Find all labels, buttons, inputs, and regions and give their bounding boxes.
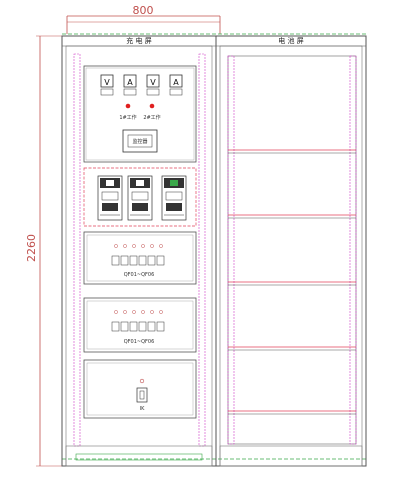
meter-symbol: A	[173, 78, 179, 87]
width-dimension-label: 800	[133, 4, 154, 17]
voltmeter: V	[146, 74, 160, 96]
meter-symbol: V	[104, 78, 110, 87]
rectifier-module	[161, 175, 187, 221]
guide-lines	[62, 33, 366, 460]
battery-shelf	[228, 149, 356, 154]
branch-breaker-panel: QF01~QF06	[83, 231, 197, 285]
battery-shelf	[228, 214, 356, 219]
indicator-lamp	[149, 103, 155, 109]
battery-shelf	[228, 410, 356, 415]
width-dimension: 800	[66, 4, 221, 34]
height-dimension: 2260	[25, 35, 62, 467]
battery-shelf	[228, 346, 356, 351]
height-dimension-label: 2260	[25, 234, 38, 262]
main-switch-panel: IK	[83, 359, 197, 419]
monitor-unit: 监控器	[122, 129, 158, 153]
indicator-lamps: 1#工作 2#工作	[119, 103, 161, 121]
instrument-panel: V A V A 1#工作 2#工作	[83, 65, 197, 163]
main-switch-label: IK	[140, 406, 145, 412]
charger-cabinet-title: 充 电 屏	[126, 36, 151, 45]
indicator-lamp	[125, 103, 131, 109]
meter-symbol: A	[127, 78, 133, 87]
branch-panel-label: QF01~QF06	[124, 272, 155, 278]
rectifier-module	[97, 175, 123, 221]
rectifier-module	[127, 175, 153, 221]
battery-cabinet: 电 池 屏	[215, 35, 367, 467]
battery-shelves	[228, 149, 356, 415]
battery-cabinet-title: 电 池 屏	[278, 36, 303, 45]
voltmeter: V	[100, 74, 114, 96]
monitor-label: 监控器	[132, 138, 147, 145]
rectifier-shelf	[83, 167, 197, 227]
indicator-label: 2#工作	[143, 114, 160, 121]
meter-row: V A V A	[100, 74, 183, 96]
indicator-label: 1#工作	[119, 114, 136, 121]
battery-shelf	[228, 281, 356, 286]
branch-breaker-panel: QF01~QF06	[83, 297, 197, 353]
branch-panel-label: QF01~QF06	[124, 339, 155, 345]
ammeter: A	[123, 74, 137, 96]
charger-cabinet: 充 电 屏	[61, 35, 217, 467]
ammeter: A	[169, 74, 183, 96]
meter-symbol: V	[150, 78, 156, 87]
